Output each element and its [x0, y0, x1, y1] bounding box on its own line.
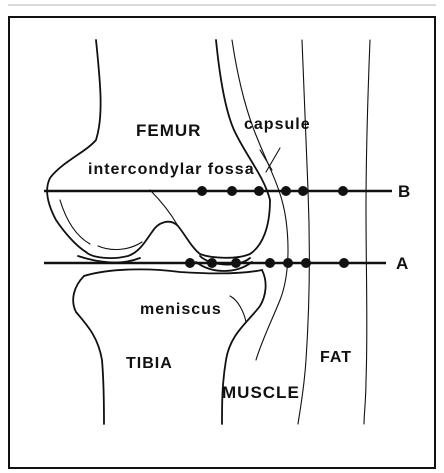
label-femur: FEMUR	[136, 121, 201, 140]
scan-line-a	[44, 258, 386, 268]
label-line-a: A	[396, 254, 409, 273]
label-tibia: TIBIA	[126, 355, 173, 372]
label-line-b: B	[398, 182, 411, 201]
label-fat: FAT	[320, 349, 352, 366]
label-muscle: MUSCLE	[222, 383, 300, 402]
label-capsule: capsule	[244, 116, 311, 133]
label-meniscus: meniscus	[140, 301, 222, 318]
femur-outline	[47, 40, 270, 258]
scan-line-b	[44, 186, 392, 196]
label-intercondylar-fossa: intercondylar fossa	[88, 161, 255, 178]
soft-tissue-lines	[232, 40, 370, 424]
